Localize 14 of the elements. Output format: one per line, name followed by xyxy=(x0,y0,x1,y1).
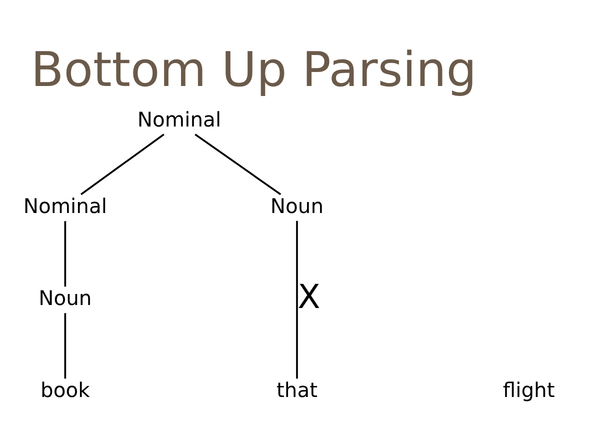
connector xyxy=(80,133,164,195)
node-text: flight xyxy=(502,377,555,402)
node-text: Noun xyxy=(270,193,324,218)
node-text: Nominal xyxy=(23,193,108,218)
node-text: book xyxy=(40,377,90,402)
edge-label: X xyxy=(298,276,320,316)
connector xyxy=(296,220,298,378)
node-text: Nominal xyxy=(137,106,222,131)
connector xyxy=(64,220,66,286)
connector xyxy=(64,312,66,378)
connector xyxy=(194,133,282,195)
node-text: that xyxy=(276,377,318,402)
diagram-title: Bottom Up Parsing xyxy=(30,42,477,98)
node-text: Noun xyxy=(38,285,92,310)
